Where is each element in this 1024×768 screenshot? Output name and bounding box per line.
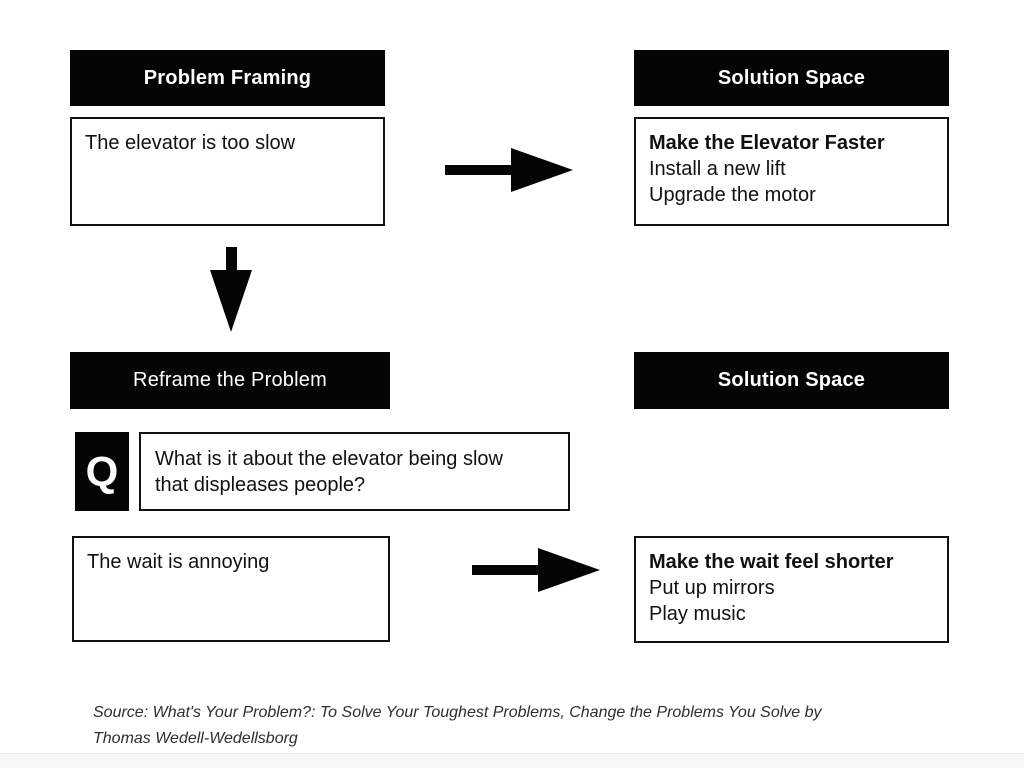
source-line: Thomas Wedell-Wedellsborg	[93, 730, 298, 747]
solution-title-top: Make the Elevator Faster	[649, 132, 885, 154]
solution-item: Upgrade the motor	[649, 184, 816, 206]
original-problem-box: The elevator is too slow	[70, 117, 385, 226]
solution-item: Play music	[649, 603, 746, 625]
solution-title-bottom: Make the wait feel shorter	[649, 551, 894, 573]
reframed-problem-box: The wait is annoying	[72, 536, 390, 642]
solution-item: Install a new lift	[649, 158, 786, 180]
source-line: Source: What's Your Problem?: To Solve Y…	[93, 704, 822, 721]
solution-space-header-bottom: Solution Space	[634, 352, 949, 409]
solution-space-header-top: Solution Space	[634, 50, 949, 106]
problem-framing-header: Problem Framing	[70, 50, 385, 106]
arrow-shaft	[226, 247, 237, 271]
arrow-shaft	[445, 165, 515, 175]
arrow-shaft	[472, 565, 542, 575]
arrow-head	[210, 270, 252, 332]
arrow-head	[511, 148, 573, 192]
question-q-badge: Q	[75, 432, 129, 511]
reframed-problem-text: The wait is annoying	[87, 551, 270, 573]
solution-box-bottom: Make the wait feel shorter Put up mirror…	[634, 536, 949, 643]
right-arrow-icon	[472, 548, 600, 592]
arrow-head	[538, 548, 600, 592]
question-line: What is it about the elevator being slow	[155, 448, 503, 470]
right-arrow-icon	[445, 148, 573, 192]
footer-band	[0, 753, 1024, 768]
solution-item: Put up mirrors	[649, 577, 775, 599]
down-arrow-icon	[210, 247, 252, 332]
reframe-problem-header: Reframe the Problem	[70, 352, 390, 409]
source-citation: Source: What's Your Problem?: To Solve Y…	[93, 700, 933, 752]
original-problem-text: The elevator is too slow	[85, 132, 296, 154]
solution-box-top: Make the Elevator Faster Install a new l…	[634, 117, 949, 226]
reframe-question-box: What is it about the elevator being slow…	[139, 432, 570, 511]
question-line: that displeases people?	[155, 474, 366, 496]
